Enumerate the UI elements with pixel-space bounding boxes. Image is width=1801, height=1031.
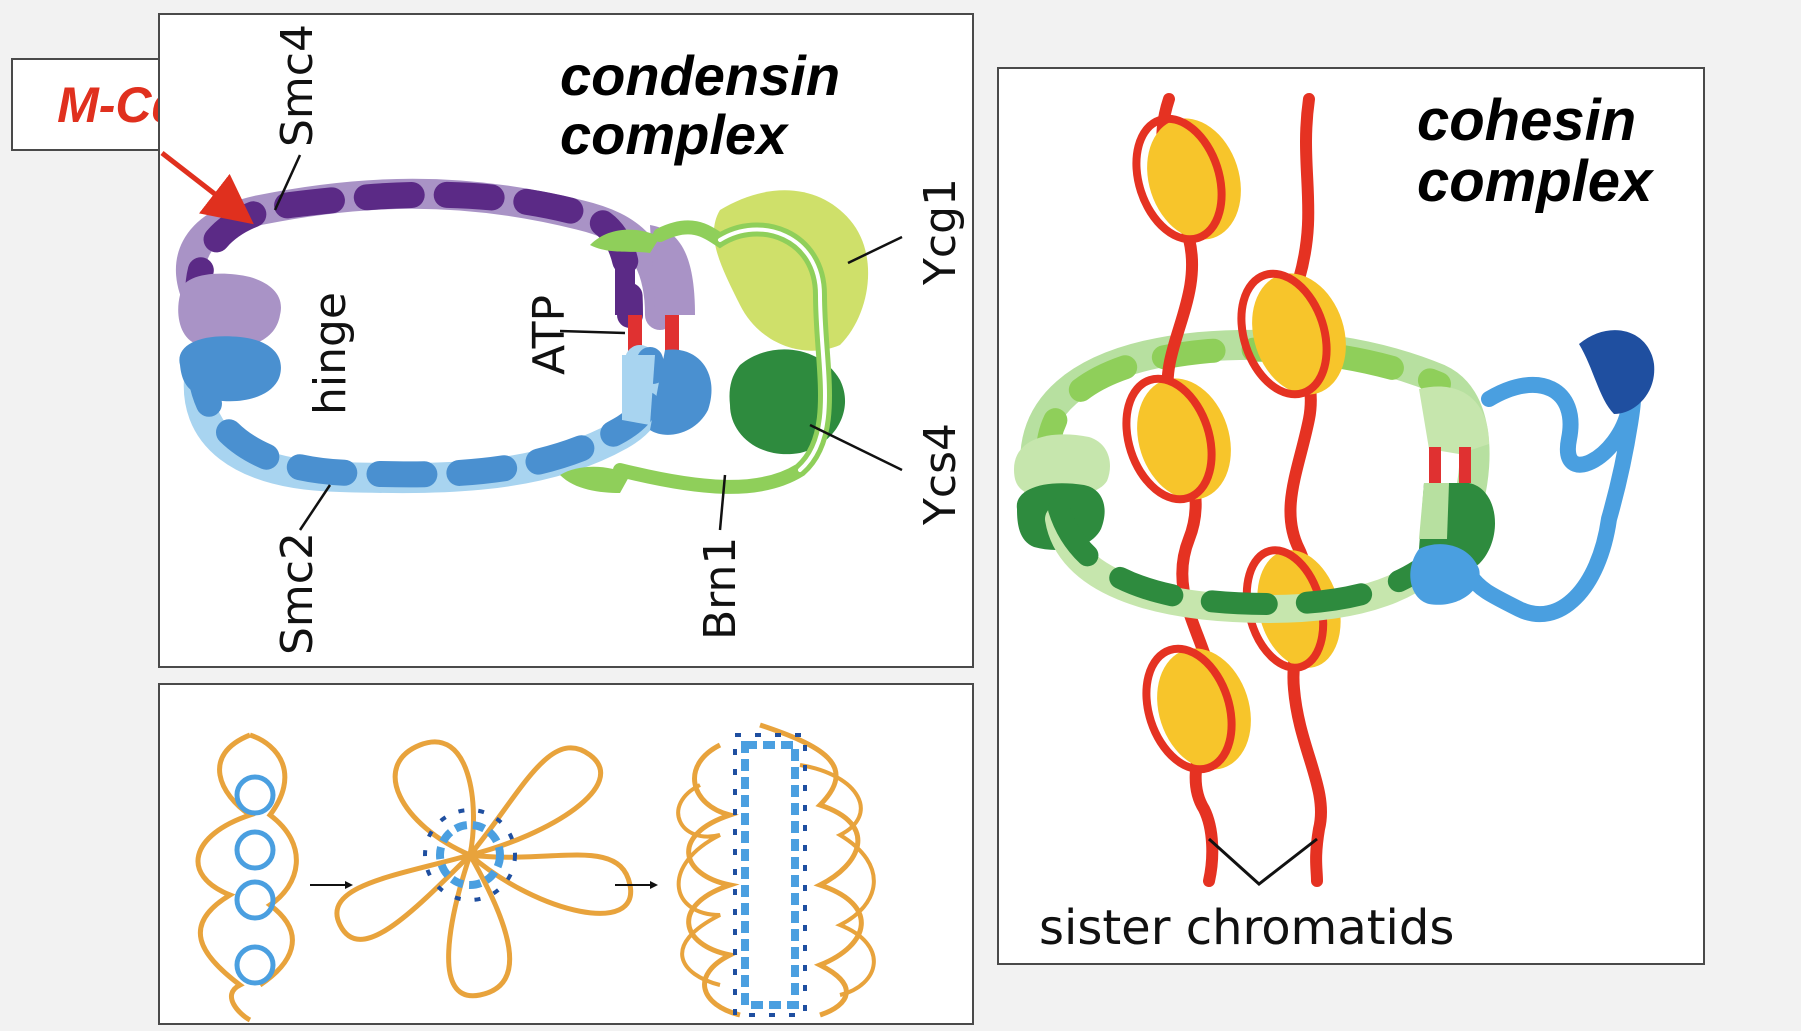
kleisin-strand — [1461, 376, 1641, 622]
rosette-core — [436, 821, 504, 889]
smc2-leader — [298, 484, 332, 531]
ycg1-label: Ycg1 — [915, 178, 966, 286]
ycg1-leader — [847, 235, 903, 265]
compaction-stage-3 — [676, 722, 876, 1018]
cohesin-hinge-top — [1014, 434, 1110, 498]
cohesin-head-top — [1419, 386, 1489, 454]
compaction-stage-1 — [195, 732, 299, 1023]
condensin-ring-1c — [234, 879, 276, 921]
condensin-title-line2: complex — [560, 102, 788, 166]
cohesin-title: cohesin complex — [1417, 88, 1653, 214]
cohesin-panel: cohesin complex sister chromat — [997, 67, 1705, 965]
smc4-label: Smc4 — [272, 24, 323, 147]
brn1-cterm-lobe — [560, 466, 630, 493]
condensin-ring-1a — [234, 774, 276, 816]
compacted-core — [741, 741, 799, 1009]
sister-chromatid-bracket — [1207, 837, 1318, 886]
atp-link-left — [628, 315, 642, 351]
hinge-label: hinge — [305, 292, 356, 415]
kleisin-cterm — [1410, 544, 1480, 605]
ycg1-subunit — [713, 190, 869, 351]
cohesin-head-bottom-light — [1419, 483, 1449, 539]
condensin-title: condensin complex — [560, 44, 841, 166]
atp-leader — [559, 329, 626, 335]
smc4-leader — [273, 154, 302, 211]
smc4-hinge-lobe — [178, 273, 281, 348]
smc2-label: Smc2 — [272, 532, 323, 655]
nucleosome-5 — [1142, 644, 1251, 774]
ycs4-leader — [809, 423, 903, 472]
cohesin-atp-left — [1429, 447, 1441, 483]
chromatid-right — [1284, 93, 1328, 887]
brn1-strand-highlight — [718, 227, 827, 472]
compaction-panel — [158, 683, 974, 1025]
nucleosome-3 — [1122, 374, 1231, 504]
compaction-diagram — [195, 722, 876, 1023]
cohesin-ring-mid — [1035, 337, 1451, 481]
nucleosome-2 — [1237, 269, 1346, 399]
atp-label: ATP — [524, 295, 575, 375]
smc4-head-light — [650, 225, 695, 315]
smc2-hinge-lobe — [179, 336, 281, 402]
condensin-panel: condensin complex — [158, 13, 974, 668]
nucleosome-1 — [1132, 114, 1241, 244]
smc4-head-dark — [615, 255, 635, 315]
condensin-diagram: Smc4 hinge ATP Ycg1 Ycs4 Brn1 Smc2 — [175, 24, 966, 655]
cohesin-diagram: sister chromatids — [1014, 93, 1655, 956]
brn1-label: Brn1 — [695, 537, 746, 640]
cohesin-title-line2: complex — [1417, 148, 1653, 214]
condensin-title-line1: condensin — [560, 44, 841, 107]
ycs4-label: Ycs4 — [915, 423, 966, 526]
condensin-ring-1d — [234, 944, 276, 986]
brn1-nterm-lobe — [590, 229, 660, 253]
smc2-head-dark — [650, 349, 712, 435]
smc2-head-light — [622, 355, 655, 425]
atp-link-right — [665, 315, 679, 351]
cohesin-atp-right — [1459, 447, 1471, 483]
sister-chromatids-label: sister chromatids — [1039, 900, 1454, 956]
condensin-ring-1b — [234, 829, 276, 871]
brn1-leader — [718, 474, 727, 531]
compaction-stage-2 — [334, 739, 634, 999]
kleisin-associated-subunit — [1579, 330, 1655, 414]
cohesin-title-line1: cohesin — [1417, 88, 1637, 153]
